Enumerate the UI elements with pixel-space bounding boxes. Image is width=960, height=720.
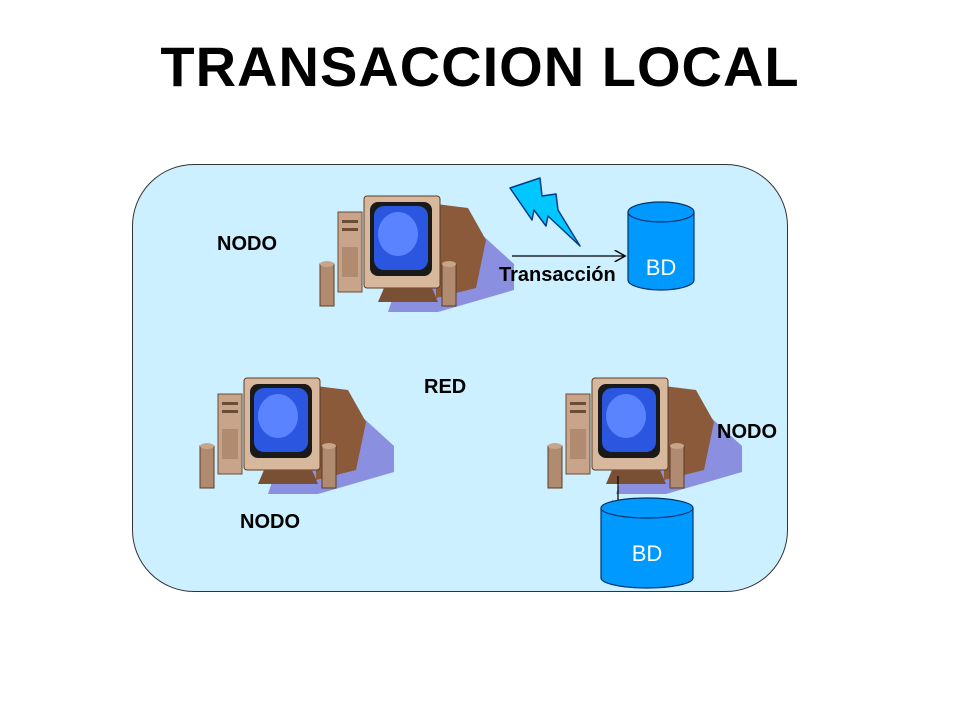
node-label: NODO xyxy=(217,233,277,255)
database-label: BD xyxy=(645,255,677,280)
database-icon xyxy=(600,497,694,589)
transaction-label: Transacción xyxy=(499,264,616,286)
network-label: RED xyxy=(424,376,467,398)
page-title: TRANSACCION LOCAL xyxy=(160,35,800,98)
lightning-bolt-icon xyxy=(509,177,581,247)
node-label: NODO xyxy=(717,421,777,443)
node-label: NODO xyxy=(240,511,300,533)
database-icon xyxy=(627,201,695,291)
database-label: BD xyxy=(631,541,663,566)
